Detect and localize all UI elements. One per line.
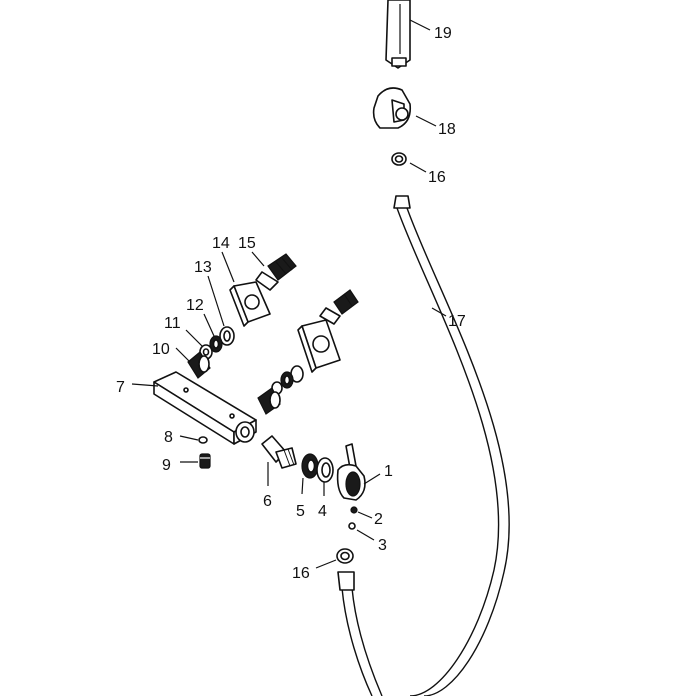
callout-16-top: 16 [428,169,446,186]
seal-ring-top [391,152,407,166]
leader-7 [131,383,159,387]
leader-8 [179,435,199,441]
callout-19: 19 [434,25,452,42]
hand-shower [385,0,411,69]
washer-set-right [271,365,304,395]
shower-hose [337,195,510,696]
callout-9: 9 [162,457,171,474]
leader-2 [357,511,373,519]
leader-3 [356,529,375,541]
small-ring-8 [198,436,208,444]
callout-8: 8 [164,429,173,446]
callout-13: 13 [194,259,212,276]
callout-4: 4 [318,503,327,520]
s-union-left [255,253,297,291]
leader-13 [207,275,225,327]
connector-nut-left [187,351,211,379]
thermostat-cartridge [261,435,297,469]
leader-15 [251,251,265,267]
callout-7: 7 [116,379,125,396]
grub-screw-9 [199,453,211,469]
cover-rosette-left [229,281,271,327]
leader-17 [431,307,447,317]
callout-12: 12 [186,297,204,314]
cap-3 [348,522,356,530]
callout-18: 18 [438,121,456,138]
wall-holder [372,87,412,129]
callout-15: 15 [238,235,256,252]
leader-1 [363,473,381,485]
callout-10: 10 [152,341,170,358]
callout-16-bottom: 16 [292,565,310,582]
callout-6: 6 [263,493,272,510]
callout-11: 11 [164,315,181,332]
leader-19 [409,19,431,31]
adapter-ring-5 [301,453,319,479]
thermostat-body [153,371,257,445]
temperature-handle [336,443,366,501]
o-ring-12 [209,335,223,353]
s-union-right [319,289,359,325]
leader-18 [415,115,437,127]
leader-16-bottom [315,559,337,569]
callout-17: 17 [448,313,466,330]
leader-10 [175,347,191,363]
callout-3: 3 [378,537,387,554]
callout-2: 2 [374,511,383,528]
screw-2 [350,506,358,514]
leader-16-top [409,162,427,173]
leader-12 [203,313,215,337]
connector-nut-right [257,387,281,415]
leader-11 [185,329,203,347]
callout-5: 5 [296,503,305,520]
leader-5 [301,477,304,495]
callout-1: 1 [384,463,393,480]
callout-14: 14 [212,235,230,252]
stop-ring-4 [316,457,334,483]
cover-rosette-right [297,319,341,373]
seal-ring-bottom [336,548,354,564]
leader-14 [221,251,235,283]
washer-13 [219,326,235,346]
